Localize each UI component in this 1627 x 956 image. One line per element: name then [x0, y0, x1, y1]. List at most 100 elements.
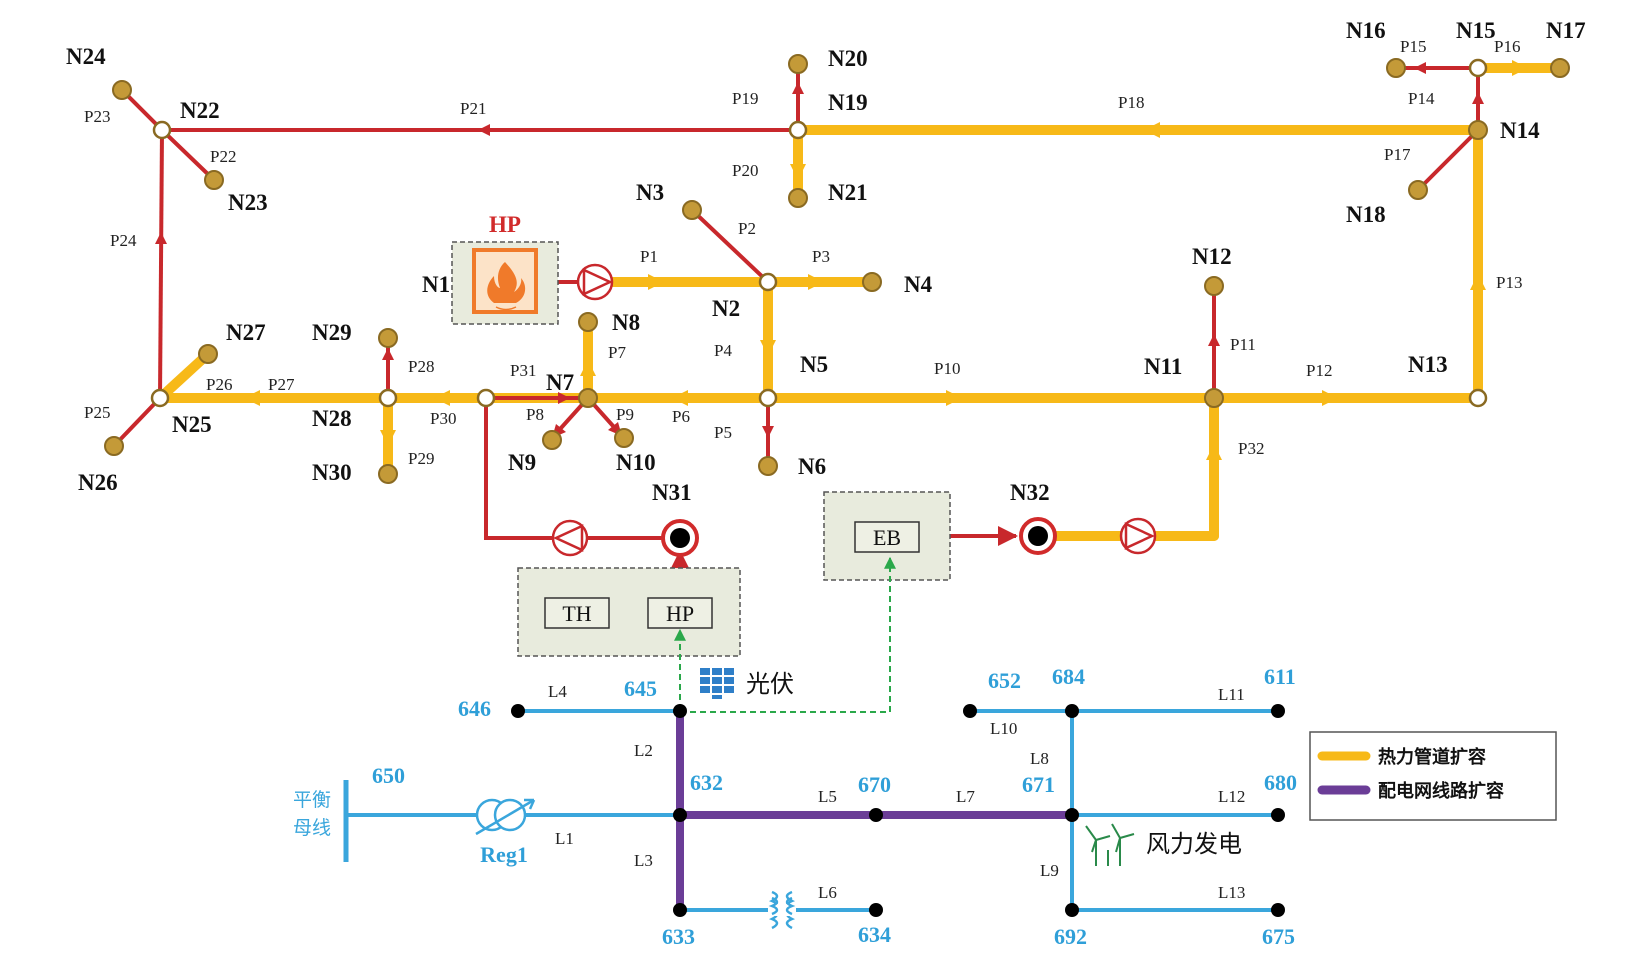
bus-label-611: 611: [1264, 664, 1296, 689]
pipe-label-P14: P14: [1408, 89, 1435, 108]
hp-source-label: HP: [489, 212, 521, 237]
source-nodes: [661, 517, 1057, 557]
heat-nodes: [104, 54, 1570, 484]
line-label-L10: L10: [990, 719, 1017, 738]
bus-label-670: 670: [858, 772, 891, 797]
flow-arrow-P21: [478, 124, 490, 136]
pipe-label-P1: P1: [640, 247, 658, 266]
node-N31-core: [670, 528, 690, 548]
slack-bus-label-2: 母线: [293, 817, 331, 839]
slack-bus-label-1: 平衡: [293, 789, 331, 811]
node-N29: [378, 328, 398, 348]
node-N26: [104, 436, 124, 456]
pipe-label-P18: P18: [1118, 93, 1144, 112]
bus-692: [1065, 903, 1079, 917]
th-hp-box: TH HP: [517, 567, 741, 657]
node-label-N6: N6: [798, 454, 826, 479]
node-N25: [150, 388, 170, 408]
pipe-label-P29: P29: [408, 449, 434, 468]
pipe-label-P12: P12: [1306, 361, 1332, 380]
line-label-L11: L11: [1218, 685, 1245, 704]
flow-arrow-P19: [792, 82, 804, 94]
node-N21: [788, 188, 808, 208]
line-label-L7: L7: [956, 787, 975, 806]
bus-675: [1271, 903, 1285, 917]
flow-arrow-P24: [155, 232, 167, 244]
node-N7: [578, 388, 598, 408]
pipe-label-P20: P20: [732, 161, 758, 180]
node-label-N15: N15: [1456, 18, 1496, 43]
line-label-L1: L1: [555, 829, 574, 848]
pipe-label-P17: P17: [1384, 145, 1411, 164]
flow-arrow-P18: [1144, 122, 1160, 138]
pipe-label-P30: P30: [430, 409, 456, 428]
bus-nodes: [511, 704, 1285, 917]
hp-source-device: HP: [451, 212, 559, 325]
pipe-label-P31: P31: [510, 361, 536, 380]
bus-671: [1065, 808, 1079, 822]
flame-icon: [487, 262, 526, 311]
line-label-L13: L13: [1218, 883, 1245, 902]
node-N12: [1204, 276, 1224, 296]
bus-646: [511, 704, 525, 718]
renewable-links: [674, 556, 896, 713]
pipe-label-P5: P5: [714, 423, 732, 442]
node-label-N26: N26: [78, 470, 118, 495]
node-label-N9: N9: [508, 450, 536, 475]
pump-icon: [551, 519, 589, 557]
bus-label-646: 646: [458, 696, 491, 721]
bus-670: [869, 808, 883, 822]
node-N19: [788, 120, 808, 140]
wind-turbine-icon: [1085, 823, 1135, 866]
node-label-N19: N19: [828, 90, 868, 115]
node-label-N5: N5: [800, 352, 828, 377]
line-label-L6: L6: [818, 883, 837, 902]
bus-label-634: 634: [858, 922, 891, 947]
node-label-N10: N10: [616, 450, 656, 475]
node-N13: [1468, 388, 1488, 408]
bus-680: [1271, 808, 1285, 822]
node-N20: [788, 54, 808, 74]
bus-684: [1065, 704, 1079, 718]
bus-label-692: 692: [1054, 924, 1087, 949]
bus-645: [673, 704, 687, 718]
bus-632: [673, 808, 687, 822]
node-N11: [1204, 388, 1224, 408]
pipe-label-P13: P13: [1496, 273, 1522, 292]
flow-arrow-P31: [558, 392, 570, 404]
node-junction-P31: [476, 388, 496, 408]
node-N10: [614, 428, 634, 448]
flow-arrow-P12: [1322, 390, 1338, 406]
pump-icon: [1119, 517, 1157, 555]
bus-label-671: 671: [1022, 772, 1055, 797]
node-label-N32: N32: [1010, 480, 1050, 505]
junction-nodes: [150, 58, 1488, 408]
node-label-N14: N14: [1500, 118, 1540, 143]
node-label-N27: N27: [226, 320, 266, 345]
flow-arrow-P5: [762, 426, 774, 438]
node-label-N11: N11: [1144, 354, 1182, 379]
legend-label-pipe: 热力管道扩容: [1378, 746, 1486, 768]
transformer-icon: [768, 890, 796, 930]
pipe-label-P4: P4: [714, 341, 732, 360]
pipe-label-P3: P3: [812, 247, 830, 266]
node-label-N24: N24: [66, 44, 106, 69]
node-label-N2: N2: [712, 296, 740, 321]
node-label-N7: N7: [546, 370, 574, 395]
eb-box: EB: [823, 491, 951, 581]
node-label-N25: N25: [172, 412, 212, 437]
node-label-N31: N31: [652, 480, 692, 505]
line-label-L8: L8: [1030, 749, 1049, 768]
flow-arrow-P29: [380, 430, 396, 446]
flow-arrow-P32: [1206, 444, 1222, 460]
bus-labels: 650 646 645 632 633 634 670 671 652 684 …: [372, 664, 1297, 949]
node-label-N12: N12: [1192, 244, 1232, 269]
bus-label-645: 645: [624, 676, 657, 701]
node-N22: [152, 120, 172, 140]
node-N16: [1386, 58, 1406, 78]
flow-arrow-P14: [1472, 92, 1484, 104]
node-label-N1: N1: [422, 272, 450, 297]
flow-arrow-P1: [648, 274, 664, 290]
line-label-L4: L4: [548, 682, 567, 701]
